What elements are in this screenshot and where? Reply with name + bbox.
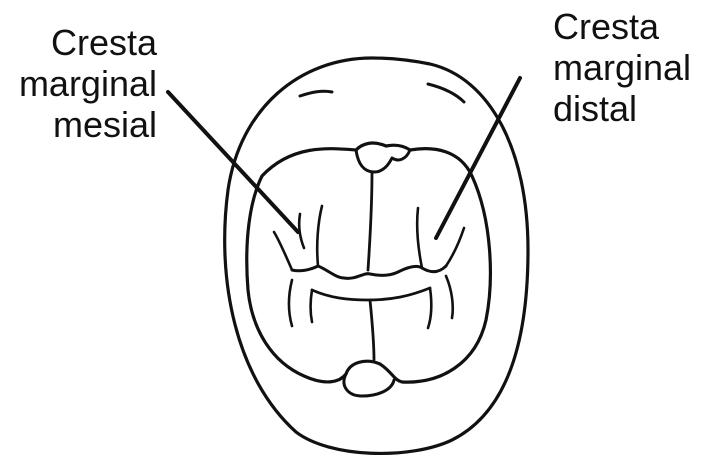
groove-lower-right-2 [446,276,453,318]
label-mesial-line-1: Cresta [19,22,157,63]
central-groove-upper [368,172,372,270]
label-distal-line-2: marginal [553,47,691,88]
label-distal-line-1: Cresta [553,6,691,47]
lower-groove-arc [312,288,430,300]
groove-upper-right-1 [417,208,422,268]
label-mesial-marginal-ridge: Cresta marginal mesial [19,22,157,145]
groove-lower-left-2 [311,290,313,322]
leader-line-distal [436,78,520,238]
label-distal-marginal-ridge: Cresta marginal distal [553,6,691,129]
groove-upper-left-3 [299,214,304,248]
label-mesial-line-2: marginal [19,63,157,104]
central-groove-lower [370,300,374,360]
mesial-pit-notch [356,150,410,172]
label-mesial-line-3: mesial [19,104,157,145]
label-distal-line-3: distal [553,88,691,129]
distal-pit-bulge [344,374,394,396]
crown-top-contour-right [428,84,464,102]
groove-upper-right-2 [446,228,464,266]
crown-top-contour-left [300,91,332,96]
groove-upper-left-1 [317,206,322,266]
groove-upper-left-2 [274,232,292,270]
groove-lower-left-1 [289,280,292,326]
groove-lower-right-1 [428,288,431,328]
